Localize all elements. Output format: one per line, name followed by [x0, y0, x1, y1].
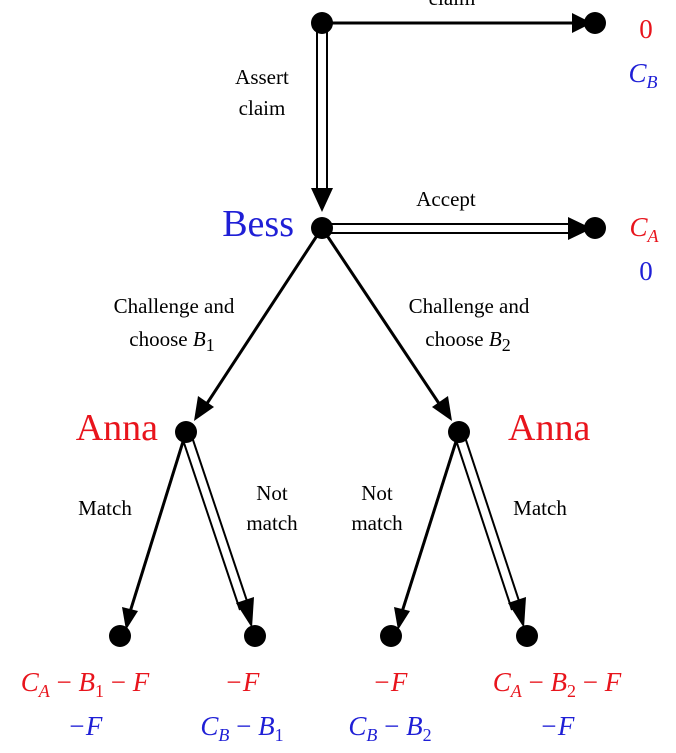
payoff-b2-not-anna: −F [373, 667, 408, 697]
edge-challenge-b2 [320, 227, 452, 421]
edge-b1-not-match [180, 430, 254, 628]
player-anna-right: Anna [508, 407, 590, 449]
label-b2-match: Match [513, 496, 567, 520]
label-challenge-b2-line1: Challenge and [409, 294, 530, 318]
label-b1-not-line2: match [246, 511, 298, 535]
label-accept: Accept [416, 187, 476, 211]
payoff-accept-bess: 0 [639, 256, 653, 286]
node-terminal-b2-not [380, 625, 402, 647]
label-challenge-b1-line2: choose B1 [129, 327, 214, 355]
edge-accept [322, 217, 592, 240]
node-terminal-b2-match [516, 625, 538, 647]
edge-b2-not-match [394, 431, 461, 630]
payoff-no-claim-bess: CB [628, 58, 657, 92]
label-assert-line1: Assert [235, 65, 289, 89]
node-terminal-no-claim [584, 12, 606, 34]
payoff-no-claim-anna: 0 [639, 14, 653, 44]
edge-challenge-b1 [194, 227, 324, 421]
player-bess: Bess [222, 203, 294, 245]
edge-assert-claim [311, 23, 333, 212]
payoff-b1-not-anna: −F [225, 667, 260, 697]
label-claim-top: claim [429, 0, 476, 10]
node-anna-left [175, 421, 197, 443]
payoff-b2-match-anna: CA − B2 − F [493, 667, 622, 701]
edge-no-claim [322, 13, 592, 33]
label-b2-not-line1: Not [361, 481, 393, 505]
payoff-b2-not-bess: CB − B2 [348, 711, 431, 745]
payoff-accept-anna: CA [629, 212, 659, 246]
payoff-b1-match-anna: CA − B1 − F [21, 667, 150, 701]
label-b2-not-line2: match [351, 511, 403, 535]
node-bess [311, 217, 333, 239]
label-b1-not-line1: Not [256, 481, 288, 505]
payoff-b1-not-bess: CB − B1 [200, 711, 283, 745]
edge-b2-match [453, 430, 526, 628]
node-root [311, 12, 333, 34]
label-assert-line2: claim [239, 96, 286, 120]
edge-b1-match [122, 431, 188, 630]
label-challenge-b1-line1: Challenge and [114, 294, 235, 318]
node-terminal-b1-not [244, 625, 266, 647]
node-terminal-b1-match [109, 625, 131, 647]
label-challenge-b2-line2: choose B2 [425, 327, 510, 355]
node-terminal-accept [584, 217, 606, 239]
node-anna-right [448, 421, 470, 443]
payoff-b1-match-bess: −F [68, 711, 103, 741]
player-anna-left: Anna [76, 407, 158, 449]
payoff-b2-match-bess: −F [540, 711, 575, 741]
label-b1-match: Match [78, 496, 132, 520]
